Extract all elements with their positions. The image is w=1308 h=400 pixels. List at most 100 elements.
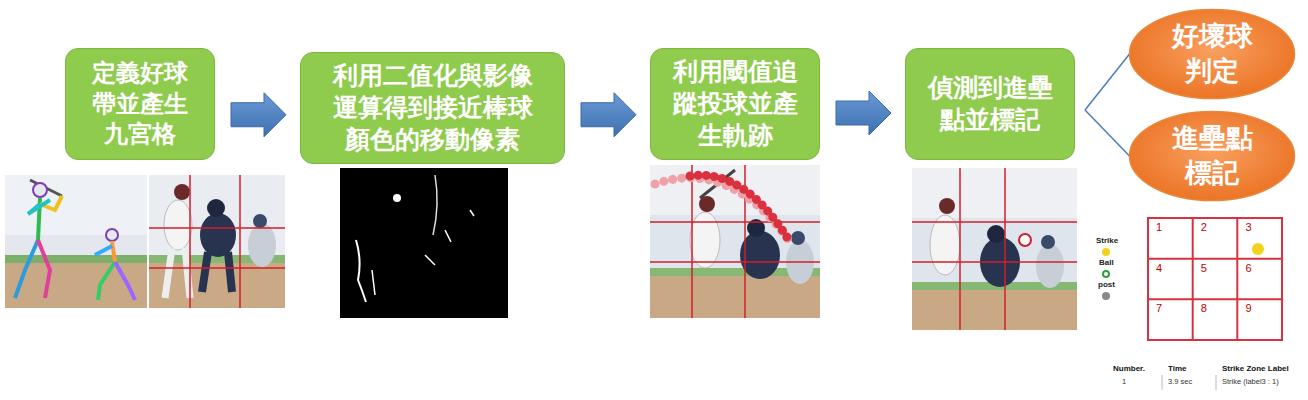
table-rule xyxy=(1162,375,1163,390)
photo-ground xyxy=(5,175,147,308)
table-header: Strike Zone Label xyxy=(1222,364,1289,373)
table-rules xyxy=(1162,375,1216,390)
umpire-head xyxy=(791,231,805,245)
moving-pixels xyxy=(470,210,474,216)
legend-swatch xyxy=(1102,292,1110,300)
legend-text: post xyxy=(1098,280,1115,289)
binary-image xyxy=(340,168,508,318)
catcher xyxy=(200,213,236,257)
zone-number: 5 xyxy=(1201,262,1207,274)
ball-mark xyxy=(1019,234,1031,246)
moving-pixels xyxy=(356,240,366,302)
table-cell: 1 xyxy=(1122,377,1126,386)
ellipse-shape xyxy=(1130,112,1295,201)
pose-head xyxy=(33,183,47,197)
grid-line xyxy=(149,267,285,269)
pose-bone xyxy=(98,262,115,300)
box-text: 定義好球 帶並產生 九宮格 xyxy=(77,58,203,150)
pose-bone xyxy=(115,262,135,300)
legend-text: Strike xyxy=(1096,236,1118,245)
umpire-head xyxy=(253,214,267,228)
process-box: 利用二值化與影像 運算得到接近棒球 顏色的移動像素 xyxy=(300,52,565,164)
block-arrow xyxy=(581,93,636,137)
grid-line xyxy=(1192,218,1194,340)
grid-line xyxy=(1148,258,1282,260)
helmet xyxy=(699,196,715,212)
legend-text: Ball xyxy=(1099,258,1114,267)
process-box: 定義好球 帶並產生 九宮格 xyxy=(65,48,215,160)
bat xyxy=(30,180,62,196)
block-arrow xyxy=(836,91,891,135)
box-text: 利用二值化與影像 運算得到接近棒球 顏色的移動像素 xyxy=(312,60,553,156)
grid-line xyxy=(189,175,191,308)
legend-item: Ball xyxy=(1099,258,1114,267)
photo-ground xyxy=(650,165,820,318)
helmet xyxy=(174,184,190,200)
box-text: 好壞球 判定 xyxy=(1152,19,1272,88)
grid-line xyxy=(650,261,820,263)
trajectory xyxy=(690,175,790,242)
stands xyxy=(5,175,147,235)
result-ellipse: 好壞球 判定 xyxy=(1128,8,1296,100)
table-header: Time xyxy=(1168,364,1187,373)
pose-bone xyxy=(112,241,115,262)
process-box: 利用閾值追 蹤投球並產 生軌跡 xyxy=(650,48,820,160)
dirt xyxy=(650,276,820,318)
grid-line xyxy=(691,165,693,318)
strike-zone-grid xyxy=(1148,218,1282,340)
table-header: Number. xyxy=(1113,364,1145,373)
block-arrow xyxy=(231,93,286,137)
grass xyxy=(5,255,147,263)
batter xyxy=(930,215,960,275)
leg xyxy=(228,252,232,292)
helmet xyxy=(939,198,955,214)
pose-bone xyxy=(15,240,38,298)
binary-ground xyxy=(340,168,508,318)
legend-item: Strike xyxy=(1096,236,1118,245)
zone-number: 9 xyxy=(1245,302,1251,314)
trajectory-photo xyxy=(650,165,820,318)
moving-pixels xyxy=(445,230,451,242)
pose-head xyxy=(106,229,118,241)
ball-pixel xyxy=(393,194,401,202)
legend-item: post xyxy=(1098,280,1115,289)
grid-line xyxy=(239,175,241,308)
zone-number: 8 xyxy=(1201,302,1207,314)
dirt xyxy=(912,290,1077,330)
zone-number: 6 xyxy=(1245,262,1251,274)
moving-pixels xyxy=(425,255,435,265)
photo-ground xyxy=(149,175,285,308)
legend-swatch xyxy=(1102,248,1110,256)
zone-number: 3 xyxy=(1245,221,1251,233)
box-text: 利用閾值追 蹤投球並產 生軌跡 xyxy=(662,56,808,152)
pose-bone xyxy=(38,240,50,298)
grid-line xyxy=(959,168,961,330)
table-rule xyxy=(1216,375,1217,390)
grid-line xyxy=(149,227,285,229)
branch-line xyxy=(1085,110,1130,156)
result-ellipse: 進壘點 標記 xyxy=(1128,110,1296,202)
moving-pixels xyxy=(372,270,375,295)
table-cell: 3.9 sec xyxy=(1168,377,1192,386)
umpire xyxy=(1036,244,1064,288)
grid-line xyxy=(1148,298,1282,300)
grid-line xyxy=(912,261,1077,263)
process-box: 偵測到進壘 點並標記 xyxy=(905,48,1075,160)
batter xyxy=(164,200,192,250)
photo-ground xyxy=(912,168,1077,330)
zone-number: 2 xyxy=(1201,221,1207,233)
pitch-location-photo xyxy=(912,168,1077,330)
catcher-head xyxy=(987,225,1005,243)
moving-pixels xyxy=(433,175,437,235)
pose-photo xyxy=(5,175,147,308)
pose-bone xyxy=(28,200,50,214)
box-text: 偵測到進壘 點並標記 xyxy=(917,72,1063,136)
grid-line xyxy=(1004,168,1006,330)
grid-line xyxy=(650,221,820,223)
leg xyxy=(165,248,172,298)
batter xyxy=(690,212,720,268)
stands xyxy=(912,168,1077,218)
legend-ring xyxy=(1102,270,1110,278)
zone-border xyxy=(1148,218,1282,340)
table-cell: Strike (label3 : 1) xyxy=(1222,377,1279,386)
